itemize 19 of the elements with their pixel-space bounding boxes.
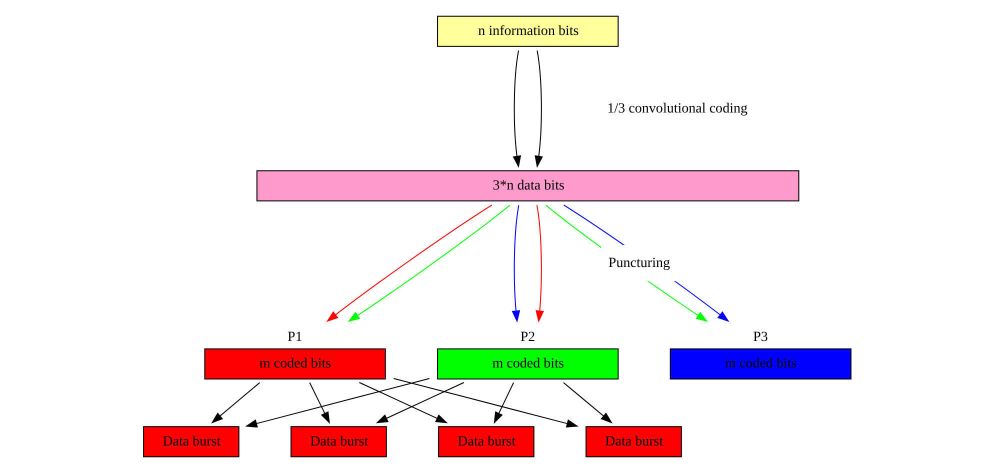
arrow — [512, 50, 522, 168]
arrow — [245, 378, 430, 428]
node-label: P2 — [520, 329, 536, 346]
label: 1/3 convolutional coding — [607, 100, 748, 116]
arrow — [359, 382, 448, 424]
node-label: P1 — [288, 329, 302, 346]
arrow — [394, 378, 579, 428]
arrow — [563, 382, 613, 424]
label: Puncturing — [608, 254, 670, 271]
arrow — [348, 204, 510, 322]
arrow — [534, 50, 543, 168]
arrow — [494, 382, 514, 424]
arrow — [211, 382, 260, 424]
arrow — [376, 382, 464, 424]
arrow — [309, 382, 330, 424]
arrow — [326, 204, 492, 322]
node-label: P3 — [753, 329, 768, 346]
arrow — [536, 205, 544, 323]
arrow — [512, 205, 520, 323]
